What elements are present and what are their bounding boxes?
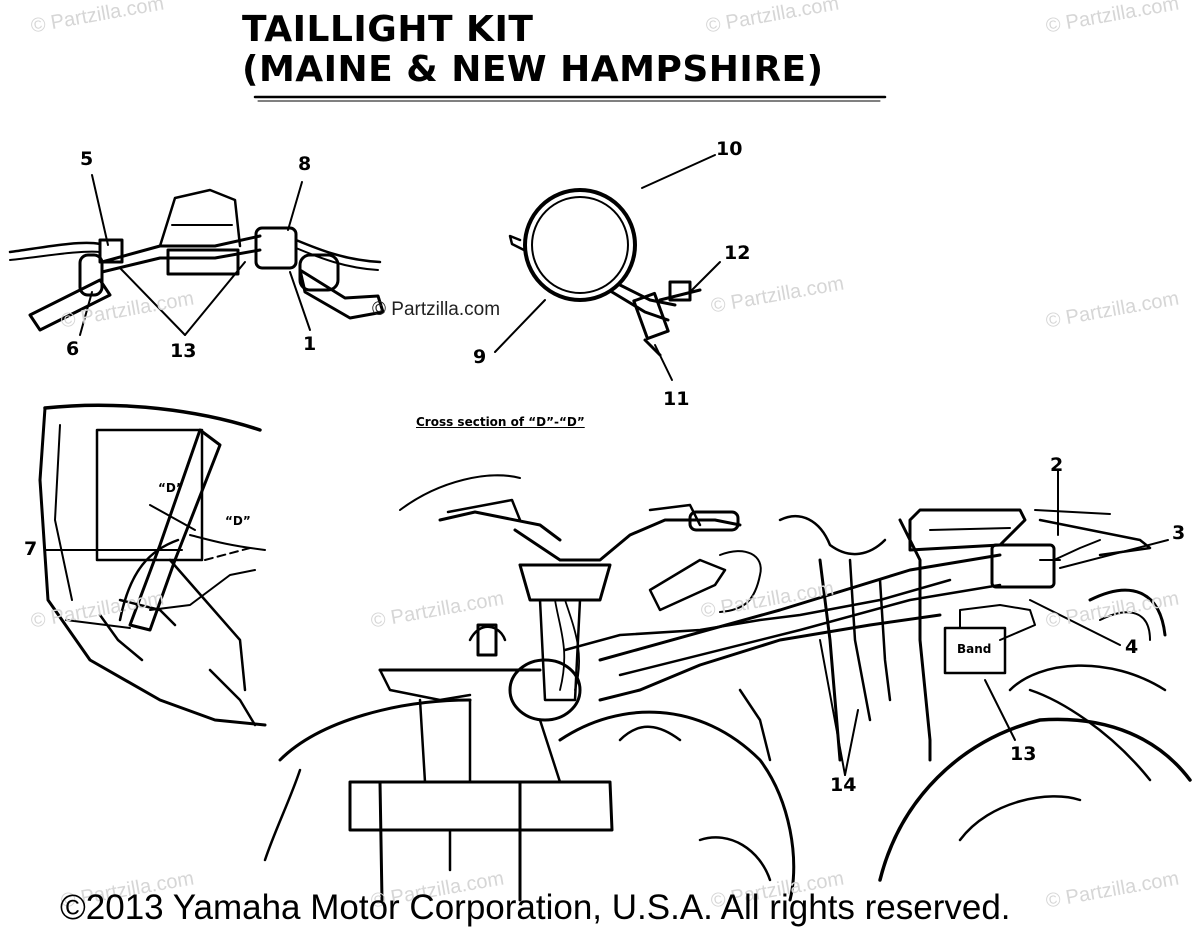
atv-drawing [263, 469, 1192, 902]
callout-11: 11 [663, 388, 690, 410]
page-title: TAILLIGHT KIT [242, 9, 534, 50]
handlebar-drawing [8, 174, 385, 336]
section-marker: “D” [158, 481, 184, 495]
callout-13: 13 [170, 340, 197, 362]
cross-section-caption: Cross section of “D”-“D” [416, 415, 585, 429]
callout-6: 6 [66, 338, 80, 360]
section-marker: “D” [225, 514, 251, 528]
callout-12: 12 [724, 242, 751, 264]
copyright-notice: ©2013 Yamaha Motor Corporation, U.S.A. A… [60, 888, 1011, 927]
callout-2: 2 [1050, 454, 1064, 476]
callout-7: 7 [24, 538, 38, 560]
callout-8: 8 [298, 153, 312, 175]
page-subtitle: (MAINE & NEW HAMPSHIRE) [242, 49, 824, 90]
callout-9: 9 [473, 346, 487, 368]
callout-14: 14 [830, 774, 857, 796]
clamp-drawing [494, 154, 721, 381]
band-label: Band [957, 642, 992, 656]
callout-10: 10 [716, 138, 743, 160]
callout-5: 5 [80, 148, 94, 170]
callout-4: 4 [1125, 636, 1139, 658]
callout-13: 13 [1010, 743, 1037, 765]
watermark: © Partzilla.com [372, 299, 501, 320]
callout-1: 1 [303, 333, 317, 355]
callout-3: 3 [1172, 522, 1186, 544]
frame-detail-drawing [38, 403, 267, 727]
